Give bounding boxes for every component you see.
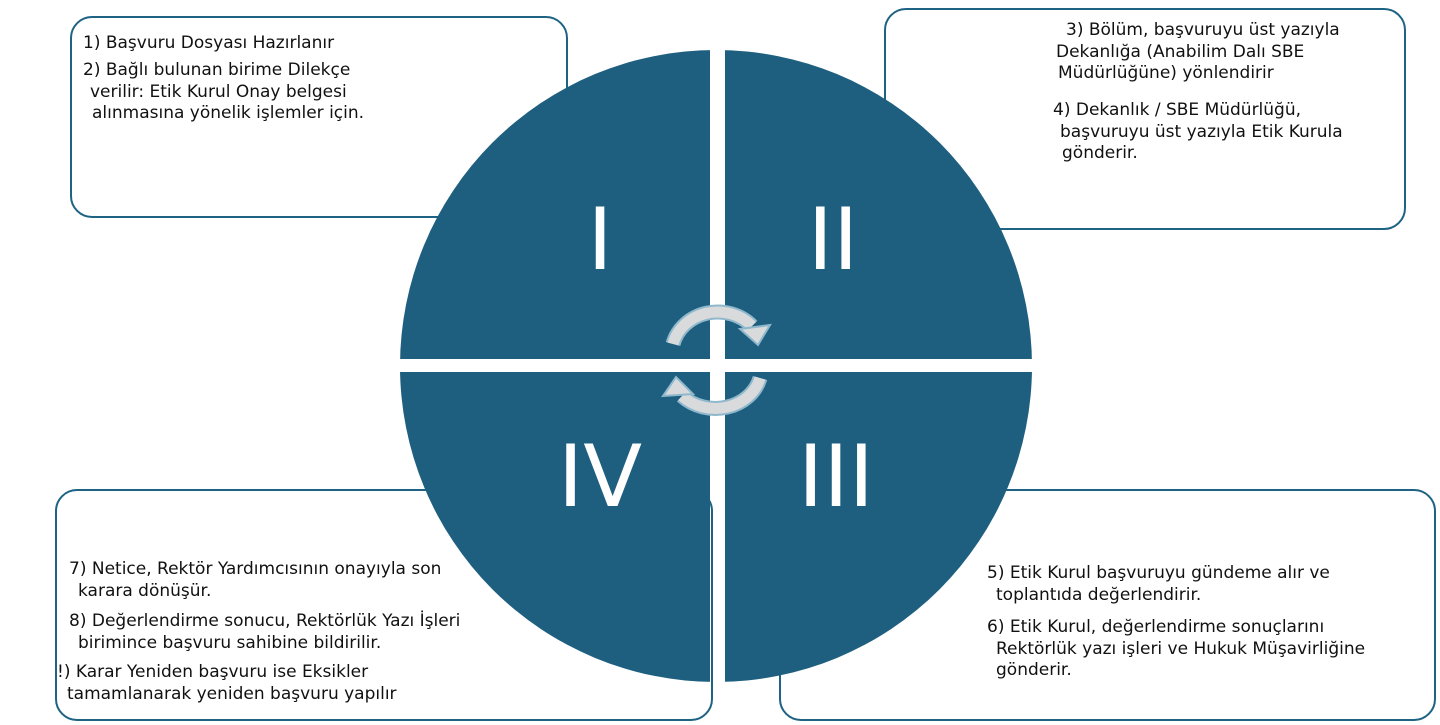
step-4-text: 4) Dekanlık / SBE Müdürlüğü, başvuruyu ü… <box>1053 100 1343 164</box>
numeral-iv: IV <box>558 427 642 527</box>
step-9-text: !) Karar Yeniden başvuru ise Eksikler ta… <box>57 662 397 704</box>
step-1-text: 1) Başvuru Dosyası Hazırlanır <box>83 33 335 53</box>
step-7-text: 7) Netice, Rektör Yardımcısının onayıyla… <box>69 559 442 601</box>
step-2-text: 2) Bağlı bulunan birime Dilekçe verilir:… <box>83 60 365 124</box>
quadrant-ii <box>725 50 1032 359</box>
step-3-text: 3) Bölüm, başvuruyu üst yazıyla Dekanlığ… <box>1056 20 1340 84</box>
step-8-text: 8) Değerlendirme sonucu, Rektörlük Yazı … <box>69 611 461 653</box>
circular-arrows-icon <box>661 304 772 416</box>
numeral-iii: III <box>798 427 874 527</box>
quadrant-i <box>400 50 710 359</box>
step-5-text: 5) Etik Kurul başvuruyu gündeme alır ve … <box>987 563 1330 605</box>
step-6-text: 6) Etik Kurul, değerlendirme sonuçlarını… <box>987 617 1366 681</box>
numeral-ii: II <box>808 190 859 290</box>
numeral-i: I <box>587 190 612 290</box>
